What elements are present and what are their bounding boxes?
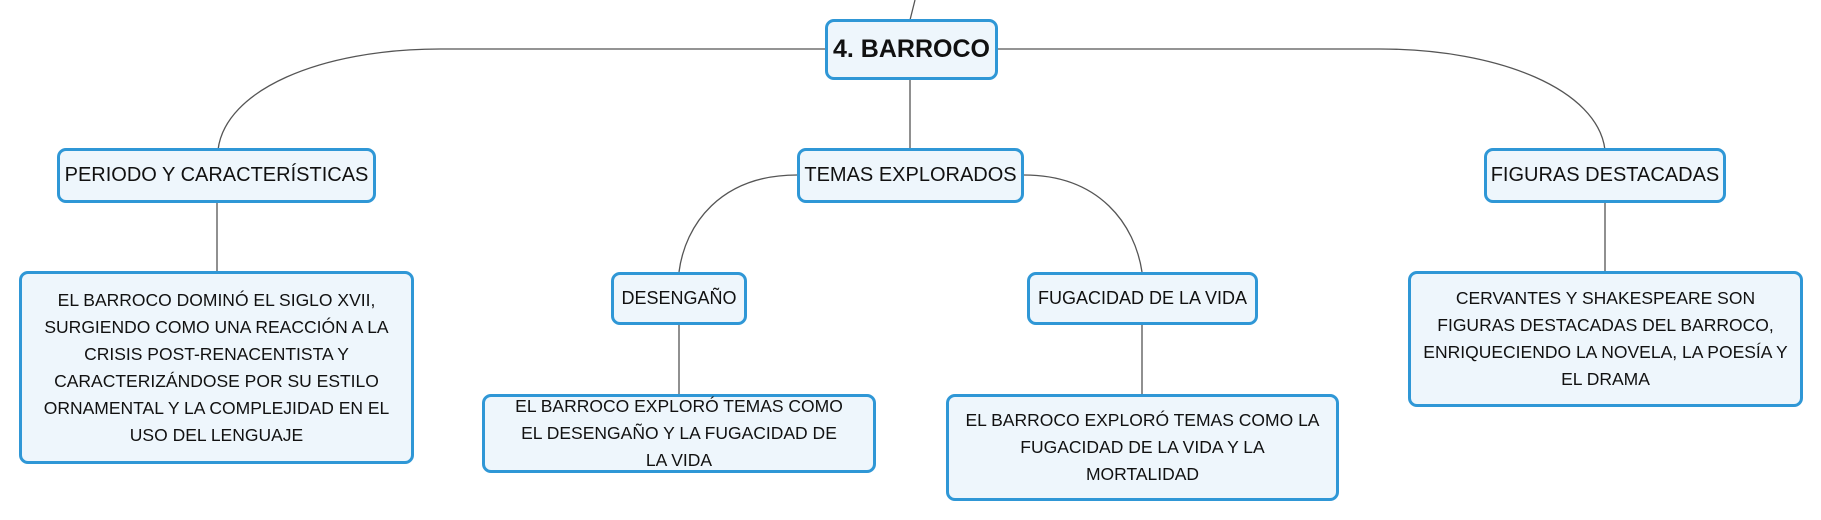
connector-root-to-periodo [217,48,826,151]
node-figuras-destacadas[interactable]: FIGURAS DESTACADAS [1484,148,1726,203]
node-periodo-detail[interactable]: EL BARROCO DOMINÓ EL SIGLO XVII, SURGIEN… [19,271,414,464]
node-fugacidad-de-la-vida[interactable]: FUGACIDAD DE LA VIDA [1027,272,1258,325]
connector-temas-to-desengano [678,174,798,273]
node-fugacidad-detail[interactable]: EL BARROCO EXPLORÓ TEMAS COMO LA FUGACID… [946,394,1339,501]
node-figuras-detail[interactable]: CERVANTES Y SHAKESPEARE SON FIGURAS DEST… [1408,271,1803,407]
connector-root-to-figuras [997,48,1606,151]
connector-temas-to-fugacidad [1023,174,1143,273]
node-desengano[interactable]: DESENGAÑO [611,272,747,325]
node-desengano-detail[interactable]: EL BARROCO EXPLORÓ TEMAS COMO EL DESENGA… [482,394,876,473]
node-temas-explorados[interactable]: TEMAS EXPLORADOS [797,148,1024,203]
root-node[interactable]: 4. BARROCO [825,19,998,80]
node-periodo-y-caracteristicas[interactable]: PERIODO Y CARACTERÍSTICAS [57,148,376,203]
connector-root-to-parent [909,0,916,21]
